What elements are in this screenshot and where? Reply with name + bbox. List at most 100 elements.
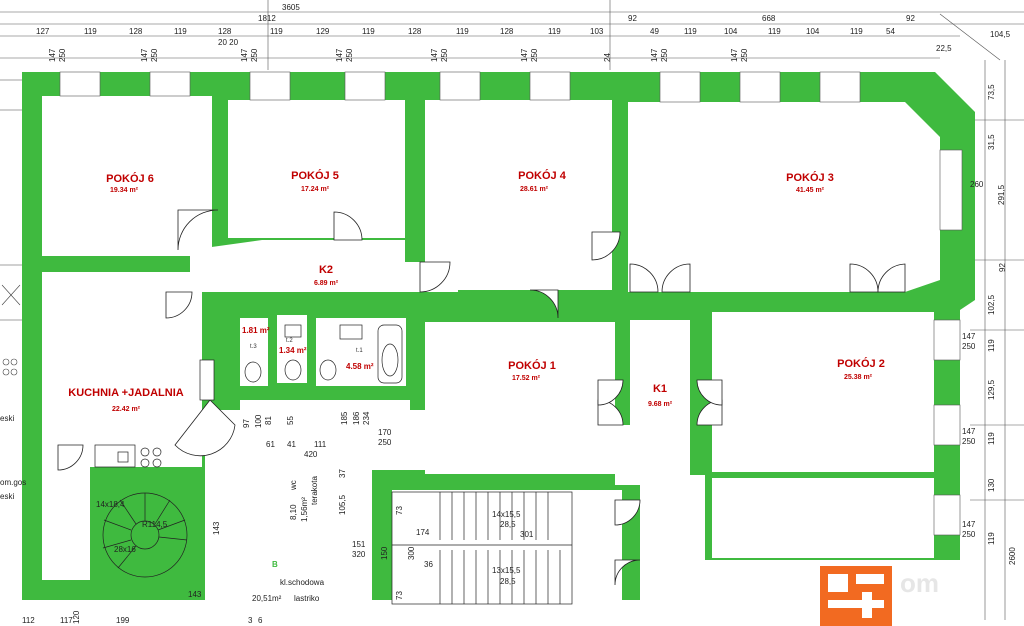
dim-right-17: 2600 — [1008, 547, 1017, 565]
dim-stair-15: 420 — [304, 450, 318, 459]
room-pokoj5 — [228, 100, 405, 238]
agency-logo-icon — [820, 566, 892, 626]
room-label-pokoj2: POKÓJ 2 — [837, 358, 885, 370]
dim-bottom-0: 112 — [22, 616, 35, 625]
dim-right-2: 260 — [970, 180, 984, 189]
dim-top-28: 147 — [140, 48, 149, 62]
windows — [59, 71, 963, 536]
room-area-pokoj2: 25.38 m² — [843, 374, 873, 381]
dim-stair-25: 170 — [378, 428, 392, 437]
room-label-k1: K1 — [652, 383, 668, 395]
dim-right-16: 119 — [987, 532, 996, 545]
dim-stair-13: 105,5 — [338, 494, 347, 515]
dim-stair-4: 301 — [520, 530, 534, 539]
dim-top-42: 24 — [603, 53, 612, 62]
dim-top-36: 147 — [520, 48, 529, 62]
room-label-kuchnia: KUCHNIA +JADALNIA — [68, 387, 184, 399]
room-right-lower — [712, 478, 934, 558]
room-area-pokoj1: 17.52 m² — [511, 375, 541, 382]
stair-area: 20,51m² — [252, 594, 282, 603]
dim-top-14: 128 — [500, 27, 514, 36]
dim-top-22: 104 — [806, 27, 820, 36]
dim-stair-2: 14x15,5 — [492, 510, 521, 519]
dim-stair-11: 151 — [352, 540, 366, 549]
left-note-1: eski — [0, 414, 15, 423]
dim-top-total: 3605 — [282, 3, 300, 12]
dim-top-16: 103 — [590, 27, 604, 36]
dim-bottom-2: 120 — [72, 610, 81, 624]
dim-top-20: 104 — [724, 27, 738, 36]
stair-floor: lastriko — [294, 594, 320, 603]
dim-right-13: 130 — [987, 478, 996, 492]
dim-top-27: 250 — [58, 48, 67, 62]
staircase — [391, 491, 573, 605]
room-area-k1: 9.68 m² — [647, 401, 673, 408]
dim-top-13: 119 — [456, 27, 469, 36]
dim-top-44: 104,5 — [990, 30, 1011, 39]
dim-top-3: 127 — [36, 27, 50, 36]
dim-top-33: 250 — [345, 48, 354, 62]
room-label-pokoj1: POKÓJ 1 — [508, 360, 556, 372]
dim-stair-9: 300 — [407, 546, 416, 560]
room-pokoj1 — [425, 322, 615, 474]
dim-stair-21: 41 — [287, 440, 296, 449]
room-lobby — [240, 400, 410, 470]
dim-top-4: 119 — [84, 27, 97, 36]
dim-stair-14: 37 — [338, 469, 347, 478]
dim-top-right: 668 — [762, 14, 776, 23]
room-area-pokoj3: 41.45 m² — [795, 187, 825, 194]
dim-right-15: 250 — [962, 530, 976, 539]
room-area-pokoj4: 28.61 m² — [519, 186, 549, 193]
wc2-code: t.2 — [286, 338, 293, 344]
dim-stair-10: 150 — [380, 546, 389, 560]
dim-stair-3: 28,5 — [500, 520, 516, 529]
dim-top-37: 250 — [530, 48, 539, 62]
dim-top-5: 128 — [129, 27, 143, 36]
right-dimension-lines — [970, 60, 1024, 620]
dim-stair-28: 234 — [362, 411, 371, 425]
dim-right-1: 31,5 — [987, 134, 996, 150]
dim-stair-20: 111 — [314, 440, 327, 449]
dim-stair-6: 13x15,5 — [492, 566, 521, 575]
dim-stair-16: 8,10 — [289, 504, 298, 520]
dim-stair-8: 73 — [395, 591, 404, 600]
dim-top-11: 119 — [362, 27, 375, 36]
dim-stair-24: 185 — [340, 411, 349, 425]
dim-top-23: 119 — [850, 27, 863, 36]
dim-stair-19: terakota — [310, 476, 319, 505]
dim-bottom-5: 6 — [258, 616, 263, 625]
dim-top-10: 129 — [316, 27, 330, 36]
room-label-k2: K2 — [318, 264, 334, 276]
dim-right-0: 73,5 — [987, 84, 996, 100]
dim-top-43: 22,5 — [936, 44, 952, 53]
logo-text: om — [900, 568, 939, 598]
dim-top-35: 250 — [440, 48, 449, 62]
dim-top-19: 119 — [684, 27, 697, 36]
left-note-2: eski — [0, 492, 15, 501]
stair-mark: B — [272, 560, 278, 569]
neighbour-drawing — [0, 79, 22, 376]
dim-top-26: 147 — [48, 48, 57, 62]
dim-top-left: 1812 — [258, 14, 276, 23]
wc2-area: 1.34 m² — [279, 346, 307, 355]
dim-bottom-4: 3 — [248, 616, 253, 625]
room-pokoj2 — [712, 312, 934, 472]
dim-top-15: 119 — [548, 27, 561, 36]
dim-top-9: 119 — [270, 27, 283, 36]
dim-top-24: 54 — [886, 27, 895, 36]
dim-top-34: 147 — [430, 48, 439, 62]
dim-stair-17: 1,56m² — [300, 497, 309, 522]
dim-right-11: 250 — [962, 437, 976, 446]
dim-top-30: 147 — [240, 48, 249, 62]
dim-bottom-3: 199 — [116, 616, 130, 625]
left-note-0: om.gos — [0, 478, 27, 487]
doors — [57, 209, 906, 586]
dim-top-18: 49 — [650, 27, 659, 36]
dim-stair-26: 250 — [378, 438, 392, 447]
top-dimension-lines — [0, 0, 1024, 70]
dim-top-21: 119 — [768, 27, 781, 36]
dim-stair-23: 55 — [286, 416, 295, 425]
dim-stair-18: wc — [289, 480, 298, 490]
dim-top-41: 250 — [740, 48, 749, 62]
